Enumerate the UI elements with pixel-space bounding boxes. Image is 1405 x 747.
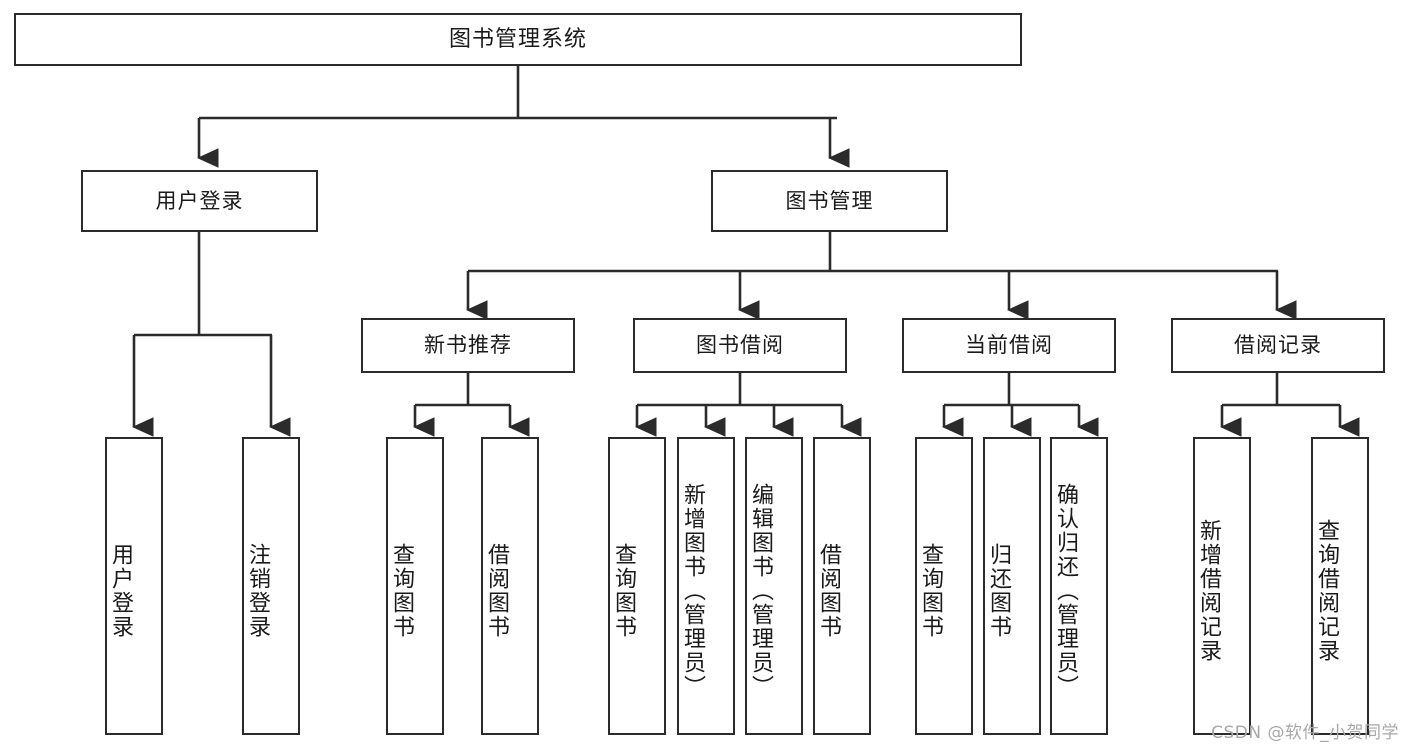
node-label: 归还图书 <box>985 543 1011 639</box>
node-label: 新书推荐 <box>424 333 512 358</box>
leaf-book-borrow-edit-book-admin[interactable]: 编辑图书（管理员） <box>745 437 803 735</box>
leaf-new-book-query-book[interactable]: 查询图书 <box>386 437 444 735</box>
node-new-book-recommend[interactable]: 新书推荐 <box>361 318 575 373</box>
node-root-book-management-system[interactable]: 图书管理系统 <box>14 13 1022 66</box>
node-label: 查询图书 <box>388 543 414 639</box>
node-current-borrow[interactable]: 当前借阅 <box>902 318 1116 373</box>
node-label: 注销登录 <box>244 543 270 639</box>
watermark: CSDN @软件_小贺同学 <box>1211 723 1399 743</box>
node-label: 查询图书 <box>917 543 943 639</box>
leaf-current-borrow-query-book[interactable]: 查询图书 <box>915 437 973 735</box>
leaf-current-borrow-return-book[interactable]: 归还图书 <box>983 437 1041 735</box>
node-label: 借阅图书 <box>815 543 841 639</box>
node-label: 借阅记录 <box>1234 333 1322 358</box>
node-label: 新增图书（管理员） <box>679 483 705 699</box>
node-label: 借阅图书 <box>483 543 509 639</box>
leaf-book-borrow-borrow-book[interactable]: 借阅图书 <box>813 437 871 735</box>
leaf-borrow-record-query-record[interactable]: 查询借阅记录 <box>1311 437 1369 735</box>
node-label: 图书管理 <box>785 188 874 213</box>
node-user-login[interactable]: 用户登录 <box>81 170 318 232</box>
leaf-user-login-logout[interactable]: 注销登录 <box>242 437 300 735</box>
leaf-borrow-record-add-record[interactable]: 新增借阅记录 <box>1193 437 1251 735</box>
leaf-new-book-borrow-book[interactable]: 借阅图书 <box>481 437 539 735</box>
leaf-book-borrow-add-book-admin[interactable]: 新增图书（管理员） <box>677 437 735 735</box>
node-book-management[interactable]: 图书管理 <box>711 170 948 232</box>
node-label: 图书管理系统 <box>448 26 587 52</box>
node-label: 确认归还（管理员） <box>1052 483 1078 699</box>
node-book-borrow[interactable]: 图书借阅 <box>633 318 847 373</box>
node-borrow-record[interactable]: 借阅记录 <box>1171 318 1385 373</box>
leaf-book-borrow-query-book[interactable]: 查询图书 <box>608 437 666 735</box>
node-label: 新增借阅记录 <box>1195 519 1221 663</box>
node-label: 当前借阅 <box>965 333 1053 358</box>
leaf-user-login-login[interactable]: 用户登录 <box>105 437 163 735</box>
node-label: 用户登录 <box>107 543 133 639</box>
node-label: 图书借阅 <box>696 333 784 358</box>
node-label: 编辑图书（管理员） <box>747 483 773 699</box>
leaf-current-borrow-confirm-return-admin[interactable]: 确认归还（管理员） <box>1050 437 1108 735</box>
node-label: 用户登录 <box>155 188 244 213</box>
node-label: 查询借阅记录 <box>1313 519 1339 663</box>
node-label: 查询图书 <box>610 543 636 639</box>
